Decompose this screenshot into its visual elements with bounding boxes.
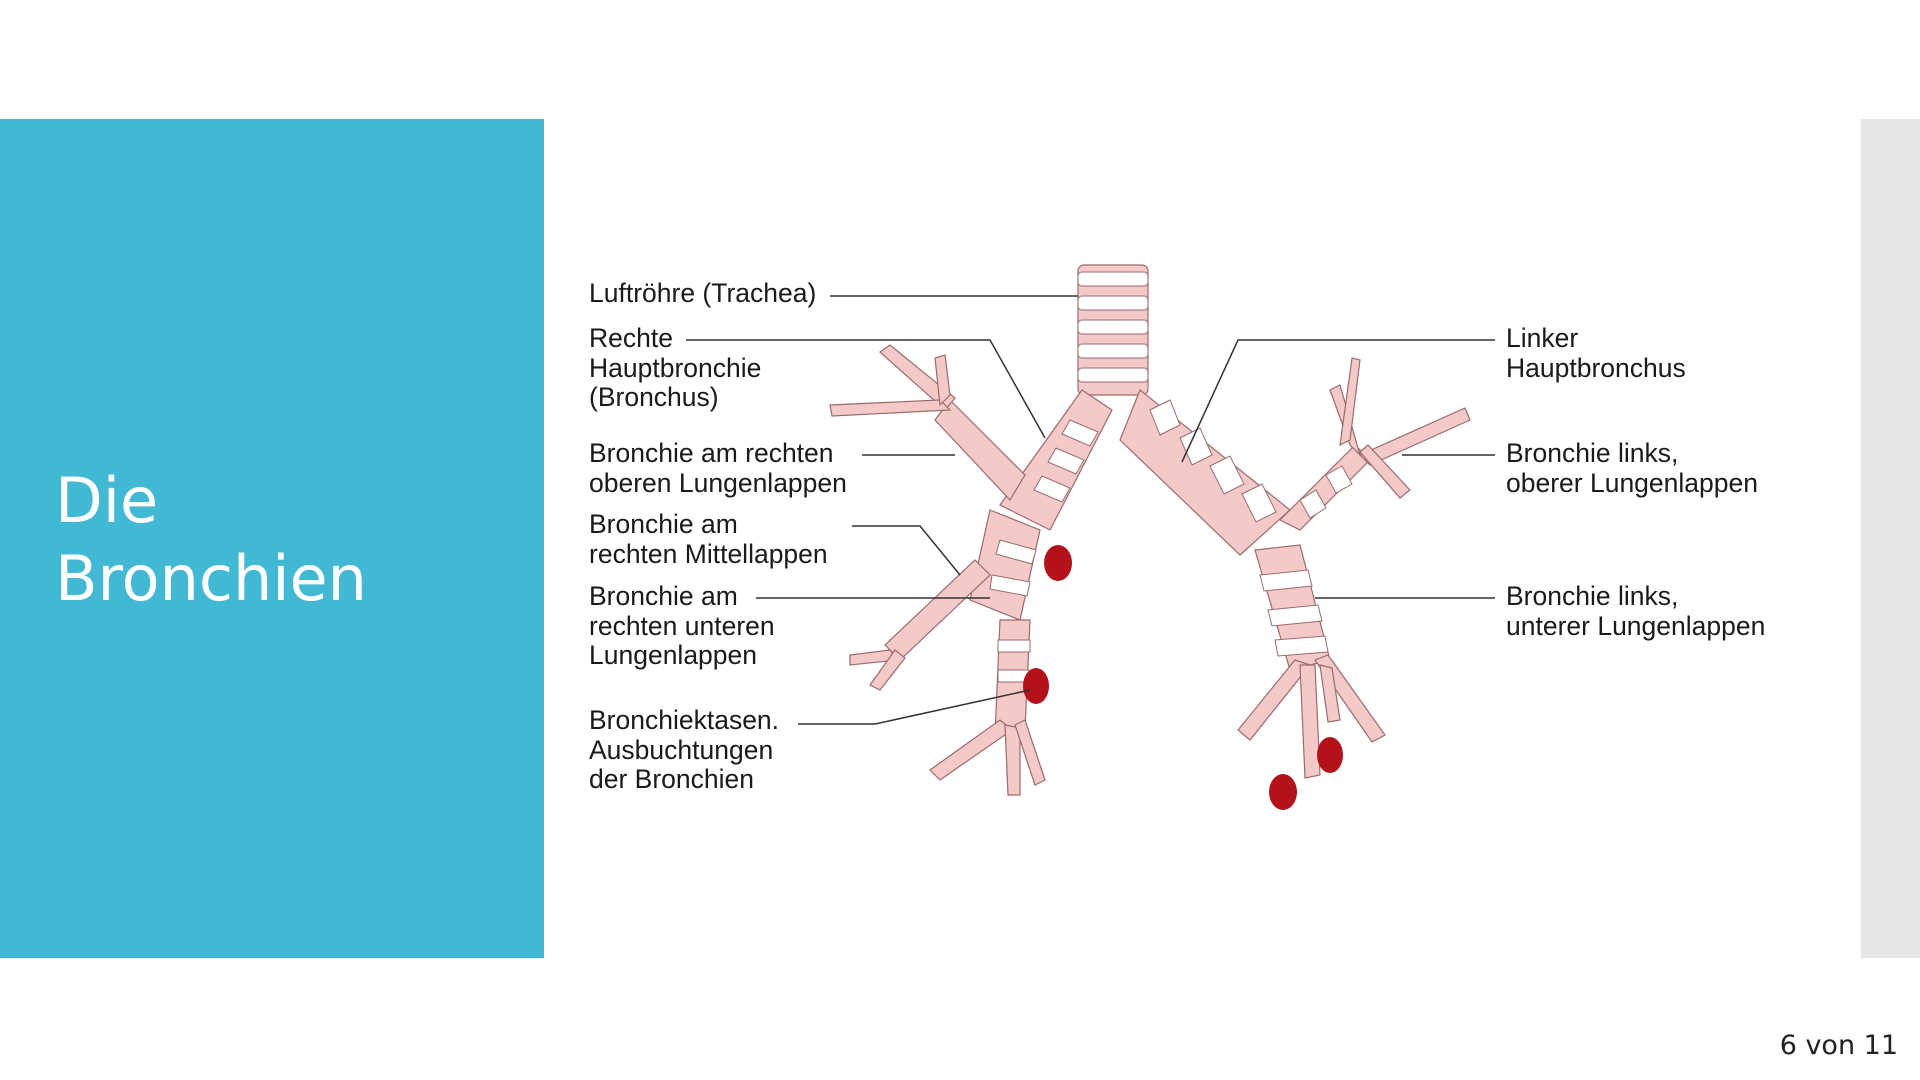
left-main-ring (1179, 427, 1213, 466)
label-right-main-bronchus: Rechte Hauptbronchie (Bronchus) (589, 323, 762, 413)
right-lower-branch-1 (929, 719, 1013, 781)
slide-title-line-1: Die (55, 464, 159, 537)
leader-line-bronchiectasis (798, 689, 1031, 725)
label-right-lower-bronchus: Bronchie am rechten unteren Lungenlappen (589, 581, 775, 671)
left-main-ring (1149, 399, 1181, 436)
label-line: Luftröhre (Trachea) (589, 278, 817, 308)
title-panel (0, 119, 544, 958)
label-line: Rechte (589, 323, 673, 353)
label-line: Linker (1506, 323, 1579, 353)
bronchiectasis-sac (1269, 774, 1297, 810)
left-lower-branch-1 (1237, 659, 1312, 741)
label-line: Hauptbronchus (1506, 352, 1686, 383)
label-line: Bronchiektasen. (589, 705, 780, 735)
left-lower-branch-2 (1299, 664, 1321, 779)
label-right-middle-bronchus: Bronchie am rechten Mittellappen (589, 509, 828, 569)
label-line: Lungenlappen (589, 640, 758, 670)
bronchial-tree-illustration (686, 264, 1495, 810)
label-line: Bronchie am (589, 509, 738, 539)
slide-title-line-2: Bronchien (55, 542, 367, 615)
right-upper-branch-1 (879, 344, 956, 411)
left-lower-branch-4 (1319, 664, 1341, 723)
left-main-ring (1241, 483, 1277, 523)
right-main-ring (1033, 475, 1071, 503)
label-line: Hauptbronchie (589, 352, 762, 383)
label-right-upper-bronchus: Bronchie am rechten oberen Lungenlappen (589, 438, 847, 498)
bronchiectasis-sac (1044, 545, 1072, 581)
label-line: der Bronchien (589, 764, 754, 794)
bronchi-shapes (829, 264, 1471, 796)
label-trachea: Luftröhre (Trachea) (589, 278, 817, 309)
label-line: Bronchie links, (1506, 581, 1679, 611)
label-left-upper-bronchus: Bronchie links, oberer Lungenlappen (1506, 438, 1758, 498)
left-main-ring (1209, 455, 1245, 495)
slide-title: Die Bronchien (55, 462, 367, 618)
bronchiectasis-sac (1023, 668, 1049, 704)
label-left-main-bronchus: Linker Hauptbronchus (1506, 323, 1686, 383)
label-line: Bronchie am (589, 581, 738, 611)
right-intermediate-ring (989, 574, 1031, 597)
right-upper-bronchus (934, 399, 1026, 501)
leader-line-right-main (686, 339, 1046, 439)
label-bronchiectasis: Bronchiektasen. Ausbuchtungen der Bronch… (589, 705, 780, 795)
right-upper-branch-2 (829, 399, 952, 417)
right-upper-branch-3 (934, 354, 951, 407)
right-sidebar-strip (1861, 119, 1920, 958)
left-upper-branch-3 (1359, 444, 1411, 499)
label-line: oberen Lungenlappen (589, 467, 847, 498)
left-lower-ring (1259, 569, 1313, 592)
slide-page-indicator: 6 von 11 (1779, 1030, 1898, 1061)
label-line: (Bronchus) (589, 382, 719, 412)
leader-line-right-middle (852, 525, 961, 576)
trachea-ring (1077, 271, 1149, 287)
label-line: rechten unteren (589, 610, 775, 641)
label-line: oberer Lungenlappen (1506, 467, 1758, 498)
label-line: Bronchie links, (1506, 438, 1679, 468)
trachea-ring (1077, 367, 1149, 383)
right-main-ring (1047, 447, 1085, 475)
right-lower-branch-3 (1014, 719, 1046, 786)
label-line: Ausbuchtungen (589, 734, 774, 765)
trachea-ring (1077, 295, 1149, 311)
right-lower-branch-2 (1004, 724, 1021, 796)
left-upper-branch-4 (1339, 357, 1361, 447)
leader-line-left-main (1181, 339, 1495, 463)
trachea-ring (1077, 343, 1149, 359)
left-upper-bronchus (1278, 444, 1371, 531)
left-upper-ring (1325, 465, 1353, 494)
label-line: Bronchie am rechten (589, 438, 834, 468)
right-lower-ring (997, 639, 1031, 653)
right-intermediate-ring (995, 539, 1037, 565)
left-lower-ring (1267, 604, 1323, 627)
right-main-ring (1061, 419, 1099, 447)
right-middle-bronchus (884, 559, 991, 661)
trachea-ring (1077, 319, 1149, 335)
label-line: unterer Lungenlappen (1506, 610, 1766, 641)
cartilage-rings (989, 271, 1353, 683)
leader-lines (686, 295, 1495, 725)
label-line: rechten Mittellappen (589, 538, 828, 569)
left-upper-branch-1 (1358, 407, 1471, 466)
bronchi-figure: Luftröhre (Trachea) Rechte Hauptbronchie… (544, 119, 1861, 958)
left-lower-ring (1274, 635, 1329, 657)
right-middle-branch-2 (869, 649, 906, 691)
bronchiectasis-sacs (1023, 545, 1343, 810)
label-left-lower-bronchus: Bronchie links, unterer Lungenlappen (1506, 581, 1766, 641)
bronchiectasis-sac (1317, 737, 1343, 773)
left-upper-ring (1299, 489, 1327, 519)
left-main-bronchus (1119, 389, 1291, 556)
